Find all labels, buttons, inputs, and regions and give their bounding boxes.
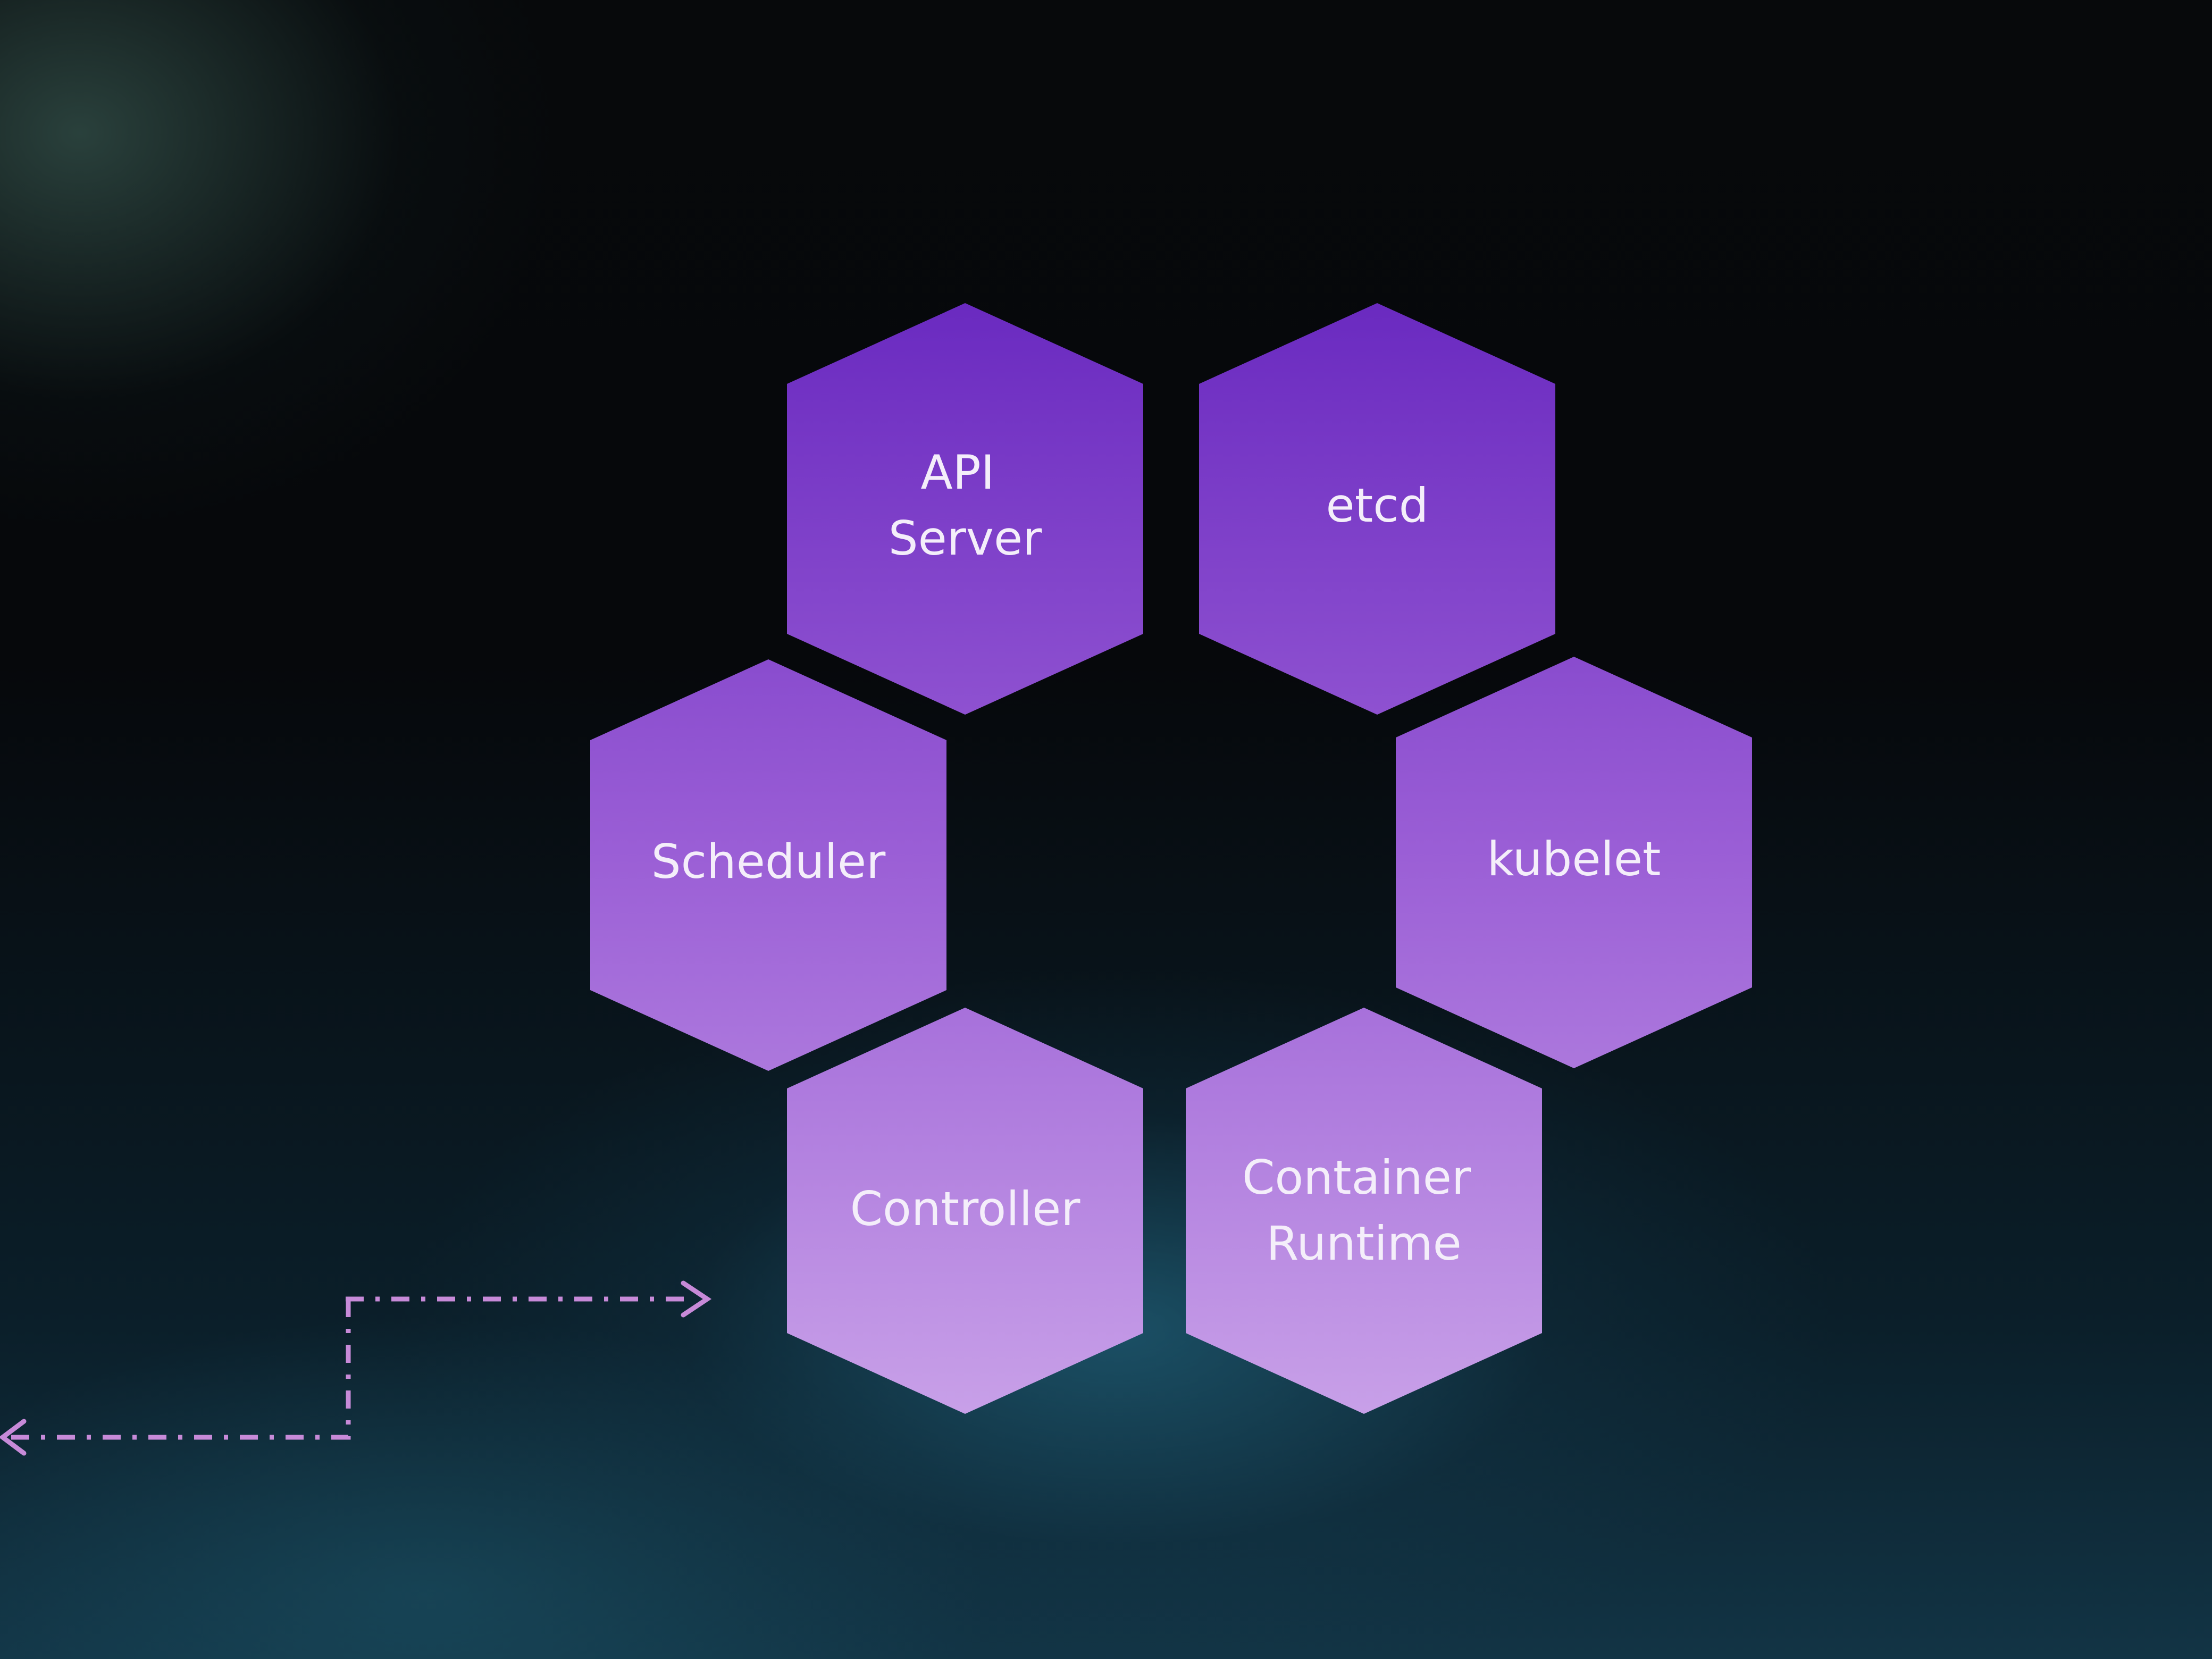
arrow-left-icon	[0, 1419, 27, 1456]
hex-container-runtime: Container Runtime	[1186, 1008, 1542, 1414]
dashed-connector	[0, 1280, 712, 1456]
hex-api-server-label: API Server	[889, 445, 1042, 566]
hex-container-runtime-label: Container Runtime	[1242, 1150, 1486, 1271]
dashed-connector-path	[11, 1296, 691, 1440]
arrow-right-icon	[681, 1280, 712, 1318]
hex-api-server-label-line-1: API	[920, 445, 994, 500]
hex-etcd-label: etcd	[1326, 478, 1429, 533]
hex-controller-label: Controller	[850, 1182, 1081, 1236]
hex-api-server: API Server	[787, 303, 1143, 715]
hex-controller: Controller	[787, 1008, 1143, 1414]
hex-etcd-shape	[1199, 303, 1555, 715]
hex-kubelet: kubelet	[1396, 657, 1752, 1068]
hex-container-runtime-label-line-2: Runtime	[1266, 1216, 1462, 1271]
hex-controller-shape	[787, 1008, 1143, 1414]
hex-api-server-label-line-2: Server	[889, 511, 1042, 566]
hex-etcd: etcd	[1199, 303, 1555, 715]
hex-api-server-shape	[787, 303, 1143, 715]
hex-kubelet-label: kubelet	[1487, 832, 1661, 886]
hex-scheduler-shape	[590, 659, 946, 1071]
hex-container-runtime-shape	[1186, 1008, 1542, 1414]
hex-container-runtime-label-line-1: Container	[1242, 1150, 1471, 1205]
hex-kubelet-shape	[1396, 657, 1752, 1068]
hex-scheduler: Scheduler	[590, 659, 946, 1071]
hex-scheduler-label: Scheduler	[651, 834, 886, 889]
